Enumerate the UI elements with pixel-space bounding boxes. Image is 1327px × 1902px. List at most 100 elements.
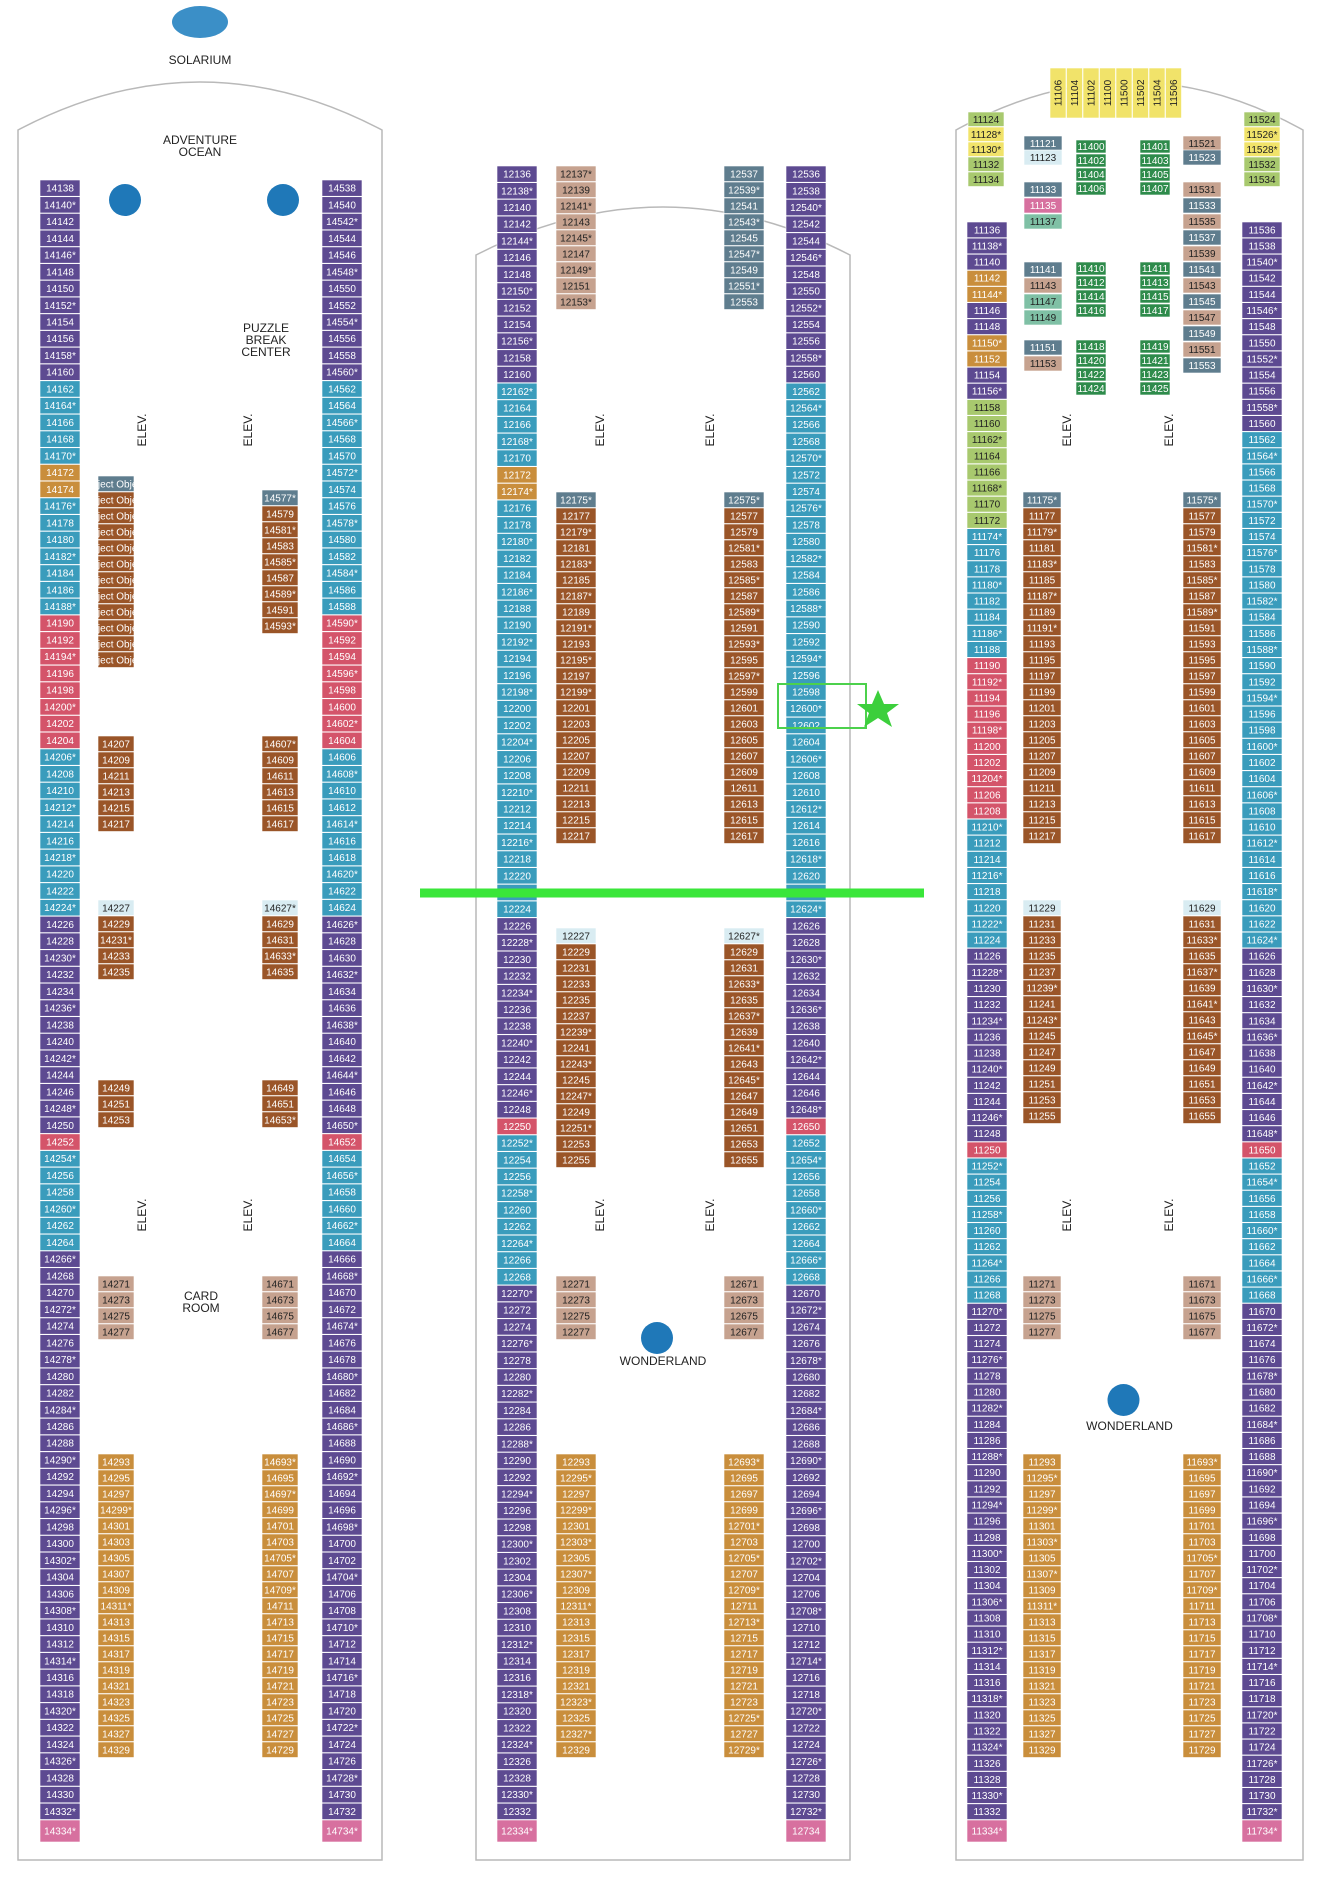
interior-cabin[interactable]: 12181 <box>555 539 597 556</box>
port-cabin[interactable]: 12276* <box>496 1335 538 1353</box>
starboard-cabin[interactable]: 11702* <box>1241 1561 1283 1578</box>
interior-cabin[interactable]: 12627* <box>723 927 765 944</box>
interior-cabin[interactable]: 12183* <box>555 555 597 572</box>
interior-cabin[interactable]: 11653 <box>1182 1091 1222 1108</box>
starboard-cabin[interactable]: 12538 <box>785 182 827 200</box>
interior-cabin[interactable]: 14297 <box>97 1485 135 1502</box>
starboard-cabin[interactable]: 14642 <box>321 1049 363 1067</box>
port-cabin[interactable]: 12190 <box>496 616 538 634</box>
starboard-cabin[interactable]: 14570 <box>321 447 363 465</box>
port-cabin[interactable]: 11228* <box>966 964 1008 981</box>
starboard-cabin[interactable]: 11596 <box>1241 705 1283 723</box>
starboard-cabin[interactable]: 14564 <box>321 397 363 415</box>
fore-top-cabin[interactable]: 11106 <box>1049 67 1067 119</box>
starboard-cabin[interactable]: 12650 <box>785 1118 827 1135</box>
interior-cabin[interactable]: 11587 <box>1182 587 1222 604</box>
starboard-cabin[interactable]: 12614 <box>785 817 827 835</box>
starboard-cabin[interactable]: 11716 <box>1241 1674 1283 1691</box>
starboard-cabin[interactable]: 12590 <box>785 616 827 634</box>
starboard-cabin[interactable]: 12562 <box>785 382 827 400</box>
starboard-cabin[interactable]: 12714* <box>785 1652 827 1670</box>
fore-green-cabin[interactable]: 11401 <box>1139 139 1171 154</box>
port-cabin[interactable]: 14204 <box>39 731 81 749</box>
port-cabin[interactable]: 14150 <box>39 280 81 297</box>
interior-cabin[interactable]: 11651 <box>1182 1075 1222 1092</box>
interior-cabin[interactable]: 14273 <box>97 1291 135 1308</box>
starboard-cabin[interactable]: 11562 <box>1241 431 1283 448</box>
starboard-cabin[interactable]: 11540* <box>1241 253 1283 271</box>
port-cabin[interactable]: 12146 <box>496 249 538 267</box>
interior-cabin[interactable]: 11579 <box>1182 523 1222 540</box>
interior-cabin[interactable]: 12631 <box>723 959 765 976</box>
fore-top-cabin[interactable]: 11506 <box>1165 67 1182 119</box>
port-cabin[interactable]: 11202 <box>966 754 1008 771</box>
interior-cabin[interactable]: 12209 <box>555 763 597 780</box>
port-cabin[interactable]: 12278 <box>496 1351 538 1369</box>
interior-cabin[interactable]: 12595 <box>723 651 765 668</box>
interior-cabin[interactable]: 12575* <box>723 491 765 508</box>
port-cabin[interactable]: 11160 <box>966 415 1008 432</box>
starboard-cabin[interactable]: 14628 <box>321 932 363 950</box>
starboard-cabin[interactable]: 11692 <box>1241 1480 1283 1497</box>
interior-cabin[interactable]: 14611 <box>261 767 299 784</box>
interior-cabin[interactable]: 11715 <box>1182 1629 1222 1646</box>
starboard-cabin[interactable]: 12542 <box>785 215 827 233</box>
starboard-cabin[interactable]: 11586 <box>1241 625 1283 642</box>
starboard-cabin[interactable]: 14624 <box>321 899 363 917</box>
interior-cabin[interactable]: 12725* <box>723 1709 765 1726</box>
port-cabin[interactable]: 11138* <box>966 237 1008 255</box>
starboard-cabin[interactable]: 12544 <box>785 232 827 250</box>
interior-cabin[interactable]: 12583 <box>723 555 765 572</box>
interior-cabin[interactable]: 14217 <box>97 815 135 832</box>
starboard-cabin[interactable]: 14650* <box>321 1116 363 1134</box>
interior-cabin[interactable]: 11197 <box>1022 667 1062 684</box>
fore-cabin[interactable]: 12551* <box>723 277 765 294</box>
interior-cabin[interactable]: 12729* <box>723 1741 765 1758</box>
starboard-cabin[interactable]: 14616 <box>321 832 363 850</box>
starboard-cabin[interactable]: 12712 <box>785 1635 827 1653</box>
starboard-cabin[interactable]: 12692 <box>785 1468 827 1486</box>
port-cabin[interactable]: 14278* <box>39 1351 81 1368</box>
interior-cabin[interactable]: 11307* <box>1022 1565 1062 1582</box>
port-cabin[interactable]: 14280 <box>39 1367 81 1385</box>
port-cabin[interactable]: 12230 <box>496 950 538 968</box>
interior-cabin[interactable]: 11719 <box>1182 1661 1222 1678</box>
port-cabin[interactable]: 11326 <box>966 1755 1008 1772</box>
fore-cabin[interactable]: 11524 <box>1243 111 1281 127</box>
interior-cabin[interactable]: 12301 <box>555 1517 597 1534</box>
interior-cabin[interactable]: 12677 <box>723 1323 765 1340</box>
interior-cabin[interactable]: [object Object] <box>84 475 148 492</box>
interior-cabin[interactable]: 14609 <box>261 751 299 768</box>
starboard-cabin[interactable]: 11548 <box>1241 318 1283 335</box>
port-cabin[interactable]: 12172 <box>496 466 538 484</box>
interior-cabin[interactable]: 14587 <box>261 569 299 586</box>
interior-cabin[interactable]: 12309 <box>555 1581 597 1598</box>
starboard-cabin[interactable]: 12674 <box>785 1318 827 1336</box>
port-cabin[interactable]: 11302 <box>966 1561 1008 1578</box>
interior-cabin[interactable]: 12237 <box>555 1007 597 1024</box>
interior-cabin[interactable]: 11205 <box>1022 731 1062 748</box>
port-cabin[interactable]: 14250 <box>39 1116 81 1134</box>
port-cabin[interactable]: 11240* <box>966 1061 1008 1078</box>
interior-cabin[interactable]: 12253 <box>555 1135 597 1152</box>
starboard-cabin[interactable]: 12672* <box>785 1301 827 1319</box>
interior-cabin[interactable]: 11191* <box>1022 619 1062 636</box>
starboard-cabin[interactable]: 12624* <box>785 900 827 918</box>
starboard-cabin[interactable]: 14618 <box>321 849 363 866</box>
port-cabin[interactable]: 14236* <box>39 999 81 1017</box>
starboard-cabin[interactable]: 14566* <box>321 413 363 431</box>
starboard-cabin[interactable]: 11560 <box>1241 415 1283 432</box>
port-cabin[interactable]: 12328 <box>496 1769 538 1787</box>
starboard-cabin[interactable]: 12654* <box>785 1151 827 1169</box>
port-cabin[interactable]: 11232 <box>966 996 1008 1013</box>
starboard-cabin[interactable]: 14732 <box>321 1802 363 1820</box>
interior-cabin[interactable]: 11175* <box>1022 491 1062 508</box>
port-cabin[interactable]: 11218 <box>966 883 1008 900</box>
port-cabin[interactable]: 12270* <box>496 1285 538 1302</box>
starboard-cabin[interactable]: 12536 <box>785 165 827 183</box>
starboard-cabin[interactable]: 14670 <box>321 1284 363 1302</box>
starboard-cabin[interactable]: 14726 <box>321 1752 363 1770</box>
starboard-cabin[interactable]: 11612* <box>1241 835 1283 852</box>
port-cabin[interactable]: 12332 <box>496 1802 538 1820</box>
interior-cabin[interactable]: 12217 <box>555 827 597 844</box>
